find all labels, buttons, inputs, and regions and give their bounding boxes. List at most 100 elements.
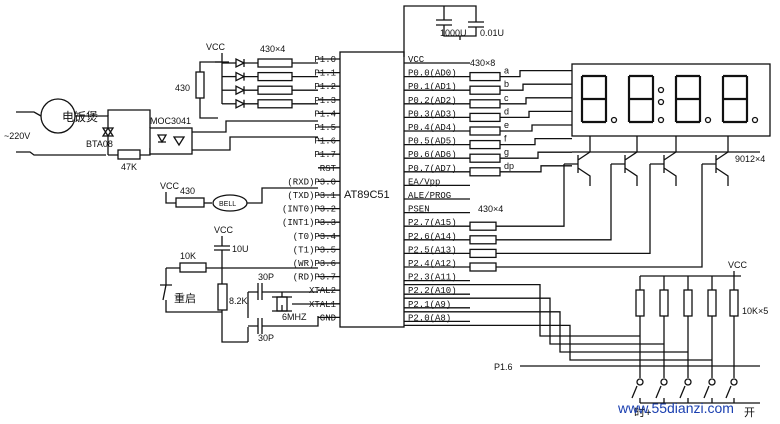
cap-1000u-label: 1000U (440, 28, 467, 38)
keys-vcc-label: VCC (728, 260, 748, 270)
opto-label: MOC3041 (150, 116, 191, 126)
segment-wire (500, 124, 572, 132)
led-resistor (257, 85, 293, 95)
mcu-pin-label: GND (320, 313, 336, 323)
mcu-pin-label: ALE/PROG (408, 191, 451, 201)
push-key[interactable] (679, 378, 692, 403)
mcu-left-pins: P1.0P1.1P1.2P1.3P1.4P1.5P1.6P1.7RST(RXD)… (282, 55, 340, 323)
led-icon (235, 71, 246, 82)
cap-30p-a-label: 30P (258, 272, 274, 282)
mcu-pin-label: RST (320, 164, 337, 174)
cap-001u-label: 0.01U (480, 28, 504, 38)
cap-10u-label: 10U (232, 244, 249, 254)
led-resistor (257, 58, 293, 68)
bell-label: BELL (219, 201, 236, 208)
push-key[interactable] (725, 378, 738, 403)
pullup-resistor (659, 276, 669, 378)
mcu-pin-label: P1.1 (314, 69, 336, 79)
segment-resistor (469, 71, 501, 82)
r82k-label: 8.2K (229, 296, 248, 306)
reset-vcc-label: VCC (214, 225, 234, 235)
segment-wire (500, 97, 572, 105)
segment-resistor (469, 126, 501, 136)
mcu-pin-label: (TXD)P3.1 (287, 191, 336, 201)
mcu-pin-label: P1.3 (314, 96, 336, 106)
triac-label: BTA08 (86, 139, 113, 149)
key-wire (404, 297, 664, 345)
pnp-transistor (650, 136, 677, 186)
resistor-8k2 (217, 283, 228, 311)
key-time-label: 时+ (634, 406, 651, 419)
segment-resistor (469, 99, 501, 109)
display-digits (580, 74, 759, 124)
segment-letter: a (504, 66, 509, 76)
pnp-transistor (564, 136, 591, 186)
mcu-pin-label: P1.7 (314, 150, 336, 160)
crystal-circuit: 30P 6MHZ 30P (247, 272, 319, 343)
led-resistor (257, 99, 293, 109)
mcu-pin-label: P2.6(A14) (408, 232, 457, 242)
digit-resistors (469, 164, 703, 272)
reset-key-label: 重启 (174, 291, 196, 305)
push-key[interactable] (631, 378, 644, 403)
digit-resistor (469, 235, 497, 245)
seg-res-label: 430×8 (470, 58, 495, 68)
segment-resistor (469, 139, 501, 150)
key-wire (404, 311, 688, 353)
digit (580, 74, 618, 124)
mcu-pin-label: P0.6(AD6) (408, 150, 457, 160)
transistor-label: 9012×4 (735, 154, 765, 164)
mcu-pin-label: P2.7(A15) (408, 218, 457, 228)
digit-wire (496, 164, 703, 268)
segment-wire (500, 69, 572, 78)
mcu-pin-label: P0.7(AD7) (408, 164, 457, 174)
digit-wire (496, 164, 565, 227)
key-circuit: VCC 10K×5 P1.6 时+ 开 (404, 260, 768, 419)
segment-letter: e (504, 120, 509, 130)
key-on-label: 开 (744, 407, 755, 419)
led-vcc-label: VCC (206, 42, 226, 52)
segment-resistor (469, 153, 501, 163)
mcu-body (339, 51, 405, 328)
segment-resistor (469, 112, 501, 123)
digit-resistor (469, 248, 497, 259)
pullup-resistor (683, 276, 693, 378)
digit-wire (496, 164, 612, 241)
led-icon (235, 85, 246, 96)
optocoupler (149, 127, 193, 155)
mcu-pin-label: P1.2 (314, 82, 336, 92)
resistor-430 (195, 71, 205, 99)
r430-label: 430 (175, 83, 190, 93)
digit-wire (496, 164, 651, 255)
digit-resistor (469, 262, 497, 272)
mcu-pin-label: P0.4(AD4) (408, 123, 457, 133)
cap-30p-b-label: 30P (258, 333, 274, 343)
mcu-pin-label: (INT1)P3.3 (282, 218, 336, 228)
segment-letter: dp (504, 161, 514, 171)
pullup-resistor (635, 276, 645, 378)
reset-circuit: VCC 10U 10K 重启 8.2K (160, 225, 318, 343)
pullup-resistor (729, 276, 739, 378)
segment-letter: g (504, 147, 509, 157)
resistor-430-bell (175, 197, 205, 208)
mcu-pin-label: P0.3(AD3) (408, 109, 457, 119)
push-key[interactable] (655, 378, 668, 403)
digit (674, 74, 712, 124)
mcu-name: AT89C51 (344, 189, 390, 201)
pullup-resistor (707, 276, 717, 378)
mcu-pin-label: (RXD)P3.0 (287, 177, 336, 187)
mcu-pin-label: (T1)P3.5 (293, 245, 336, 255)
segment-letter: c (504, 93, 509, 103)
bell-vcc-label: VCC (160, 181, 180, 191)
segment-wire (500, 83, 572, 91)
pnp-transistor (611, 136, 638, 186)
mcu-pin-label: P1.4 (314, 109, 336, 119)
mcu-pin-label: P2.1(A9) (408, 300, 451, 310)
mcu-pin-label: P2.4(A12) (408, 259, 457, 269)
r47k-label: 47K (121, 162, 137, 172)
segment-wire (500, 165, 572, 173)
r10k-label: 10K (180, 251, 196, 261)
push-key[interactable] (703, 378, 716, 403)
